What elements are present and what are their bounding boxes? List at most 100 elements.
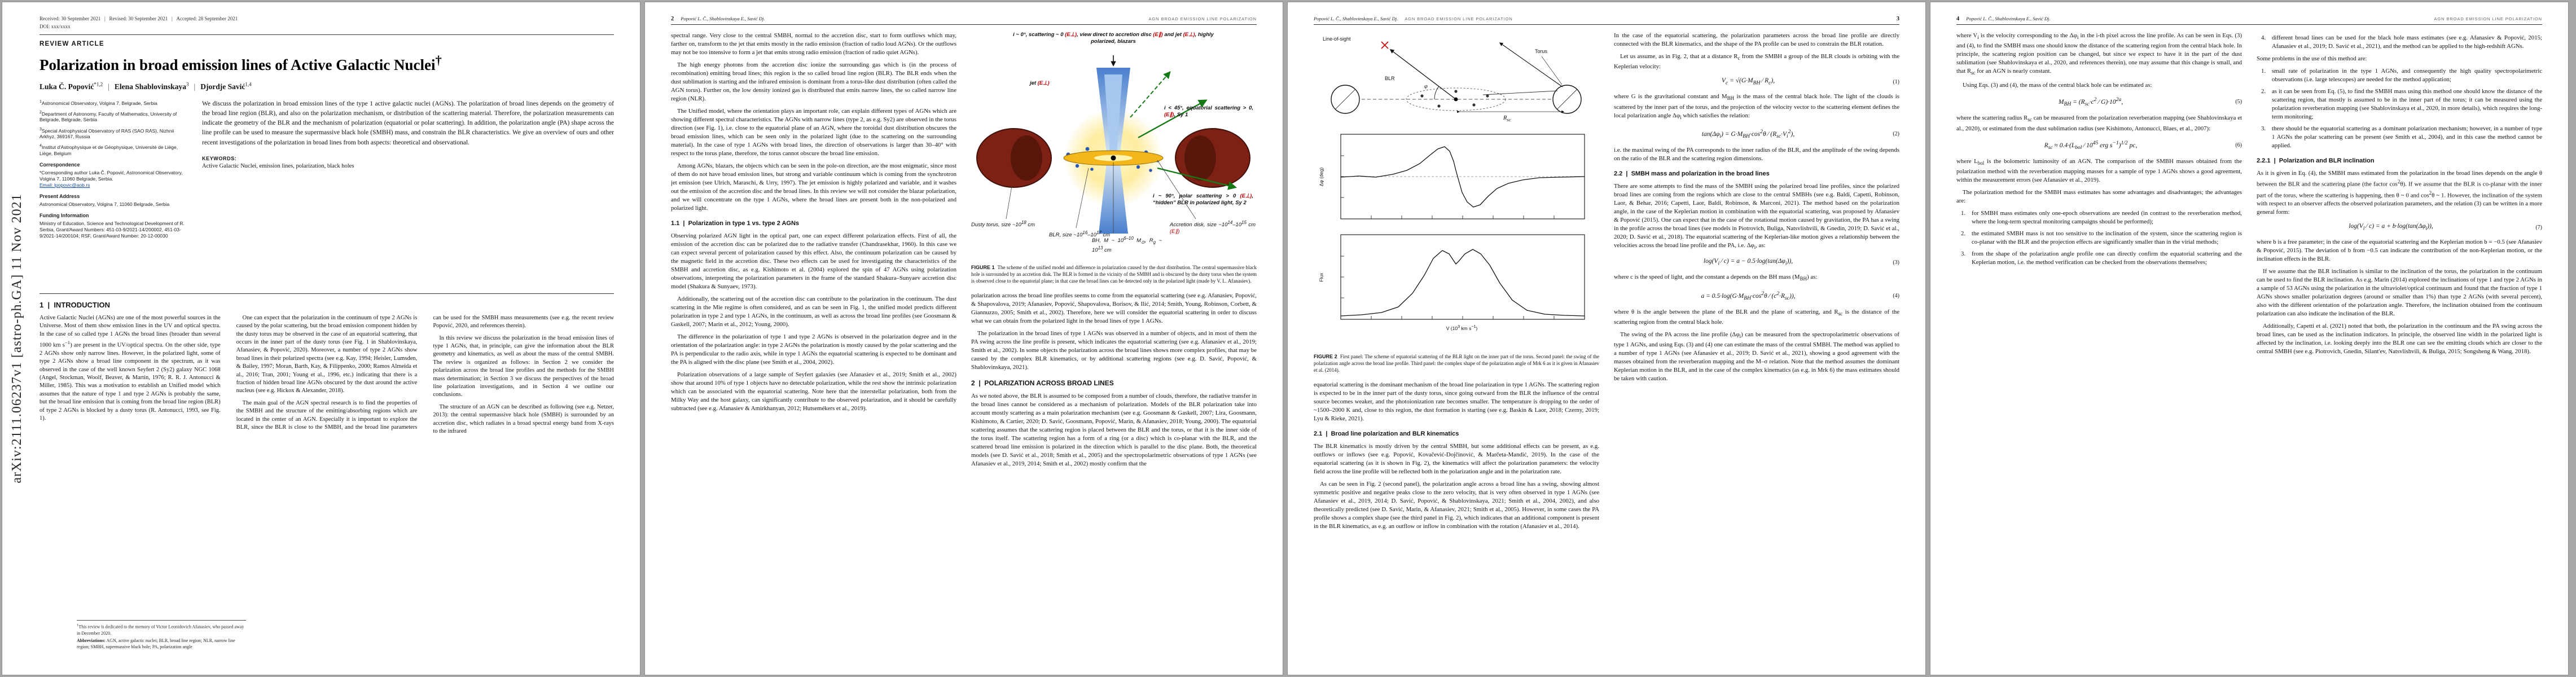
sy1-scatter-arrow xyxy=(1138,99,1208,139)
equation-1: Vc = √(G·MBH ⁄ Rc), (1) xyxy=(1614,77,1899,87)
list-item-number: 1. xyxy=(2261,68,2266,74)
dusty-torus-shape xyxy=(976,128,1250,188)
section-heading-2-2-1: 2.2.1 | Polarization and BLR inclination xyxy=(2257,157,2375,164)
list-item: 3. from the shape of the polarization ang… xyxy=(1961,250,2242,267)
list-item-text: as it can be seen from Eq. (5), to find … xyxy=(2272,88,2542,120)
equation-body: log(Vi ⁄ c) = a − 0.5·log(tan(Δφi)), xyxy=(1703,258,1793,267)
figure2-blr-label: BLR xyxy=(1385,76,1395,81)
footnotes: †This review is dedicated to the memory … xyxy=(77,620,246,652)
line-profile-panel xyxy=(1340,234,1585,320)
unified-model-diagram xyxy=(976,55,1250,234)
list-item-number: 4. xyxy=(2261,34,2266,41)
figure-1: i ~ 0°, scattering ~ 0 (E⊥), view direct… xyxy=(971,32,1257,261)
paragraph: Among AGNs, blazars, the objects which c… xyxy=(671,162,956,212)
abstract-block: We discuss the polarization in broad emi… xyxy=(202,99,614,287)
paragraph: Polarization observations of a large sam… xyxy=(671,371,956,412)
dateline: Received: 30 September 2021 | Revised: 3… xyxy=(40,16,238,21)
figure-2-caption: FIGURE 2 First panel: The scheme of equa… xyxy=(1314,354,1599,373)
running-authors: Popović L. Č., Shablovinskaya E., Savić … xyxy=(681,16,765,21)
paragraph: where G is the gravitational constant an… xyxy=(1614,93,1899,120)
page4-left-column: where Vi is the velocity corresponding t… xyxy=(1956,32,2242,657)
page2-right-column: i ~ 0°, scattering ~ 0 (E⊥), view direct… xyxy=(971,32,1257,657)
equation-body: a = 0.5·log(G·MBH·cos2θ ⁄ (c2·Rsc)), xyxy=(1701,290,1796,301)
footnote: †This review is dedicated to the memory … xyxy=(77,623,244,636)
list-item-text: the estimated SMBH mass is not too sensi… xyxy=(1972,230,2242,245)
running-header: Popović L. Č., Shablovinskaya E., Savić … xyxy=(1314,16,1899,25)
paragraph: As we noted above, the BLR is assumed to… xyxy=(971,392,1257,467)
list-item-number: 3. xyxy=(2261,125,2266,132)
two-column-body: spectral range. Very close to the centra… xyxy=(671,32,1257,657)
affiliation: 1Astronomical Observatory, Volgina 7, Be… xyxy=(40,99,157,106)
equation-body: log(Vi ⁄ c) = a + b·log(tan(Δφi)), xyxy=(2349,223,2433,232)
page3-right-column: In the case of the equatorial scattering… xyxy=(1614,32,1899,657)
running-header: 2 Popović L. Č., Shablovinskaya E., Savi… xyxy=(671,16,1257,25)
paragraph: i.e. the maximal swing of the PA corresp… xyxy=(1614,146,1899,162)
paragraph: The structure of an AGN can be described… xyxy=(433,403,614,435)
abstract-text: We discuss the polarization in broad emi… xyxy=(202,100,614,146)
equation-4: a = 0.5·log(G·MBH·cos2θ ⁄ (c2·Rsc)), (4) xyxy=(1614,289,1899,302)
paragraph: In the case of the equatorial scattering… xyxy=(1614,32,1899,47)
equation-body: Vc = √(G·MBH ⁄ Rc), xyxy=(1721,77,1775,86)
equation-number: (5) xyxy=(2235,99,2242,105)
page2-left-column: spectral range. Very close to the centra… xyxy=(671,32,956,657)
keywords-label: KEYWORDS: xyxy=(202,155,237,161)
correspondence-email-link[interactable]: Email: lpopovic@aob.rs xyxy=(40,182,90,188)
paragraph: As it is given in Eq. (4), the SMBH mass… xyxy=(2257,170,2542,216)
paragraph: As can be seen in Fig. 2 (second panel),… xyxy=(1314,480,1599,530)
author: Elena Shablovinskaya3 xyxy=(103,81,188,91)
present-address-label: Present Address xyxy=(40,194,80,200)
figure2-line-of-sight-label: Line-of-sight xyxy=(1323,36,1351,42)
list-item-number: 2. xyxy=(2261,88,2266,95)
paragraph: The polarization method for the SMBH mas… xyxy=(1956,188,2242,204)
article-type-label: REVIEW ARTICLE xyxy=(40,41,104,47)
figure-2: Line-of-sight Torus BLR Rsc φ Δφ (deg) F… xyxy=(1314,33,1599,350)
introduction-text: Active Galactic Nuclei (AGNs) are one of… xyxy=(40,314,614,630)
affiliation: 3Special Astrophysical Observatory of RA… xyxy=(40,126,174,140)
author: Luka Č. Popović*1,2 xyxy=(40,81,103,91)
jet-up-core xyxy=(1104,74,1122,153)
page-number: 2 xyxy=(671,16,674,22)
paragraph: The swing of the PA across the line prof… xyxy=(1614,331,1899,382)
paper-title: Polarization in broad emission lines of … xyxy=(40,53,442,73)
front-matter-left-column: 1Astronomical Observatory, Volgina 7, Be… xyxy=(40,99,185,287)
equation-number: (4) xyxy=(1893,292,1899,299)
page-4-content: 4 Popović L. Č., Shablovinskaya E., Savi… xyxy=(1956,16,2542,661)
sy2-view-arrow xyxy=(1157,167,1237,190)
paragraph: The BLR kinematics is mostly driven by t… xyxy=(1314,442,1599,475)
equatorial-scattering-figure xyxy=(1331,41,1585,320)
black-hole-dot xyxy=(1111,155,1116,161)
running-header: 4 Popović L. Č., Shablovinskaya E., Savi… xyxy=(1956,16,2542,25)
problems-list: 1. small rate of polarization in the type… xyxy=(2261,67,2542,150)
equation-number: (7) xyxy=(2535,224,2542,231)
advantages-list-continued: 4.different broad lines can be used for … xyxy=(2261,34,2542,51)
equation-body: Rsc ≈ 0.4·(Lbol ⁄ 1045 erg s−1)1/2 pc, xyxy=(2044,139,2138,151)
list-item-text: from the shape of the polarization angle… xyxy=(1972,250,2242,266)
scattering-scheme-panel xyxy=(1331,41,1582,114)
list-item: 1. small rate of polarization in the type… xyxy=(2261,67,2542,84)
figure1-blr-label: BLR, size ~1016–1017 cm xyxy=(1049,230,1111,239)
list-item-text: small rate of polarization in the type 1… xyxy=(2272,68,2542,83)
page-3: Popović L. Č., Shablovinskaya E., Savić … xyxy=(1287,2,1926,675)
equation-number: (1) xyxy=(1893,78,1899,85)
two-column-body: where Vi is the velocity corresponding t… xyxy=(1956,32,2542,657)
list-item-number: 3. xyxy=(1961,250,1966,257)
page-2-content: 2 Popović L. Č., Shablovinskaya E., Savi… xyxy=(671,16,1257,661)
equation-body: MBH = (Rsc·c2 ⁄ G)·102a, xyxy=(2058,96,2123,108)
affiliation: 2Department of Astronomy, Faculty of Mat… xyxy=(40,109,177,123)
front-matter: 1Astronomical Observatory, Volgina 7, Be… xyxy=(40,99,614,287)
paragraph: The polarization in the broad lines of t… xyxy=(971,329,1257,371)
list-item-text: there should be the equatorial scatterin… xyxy=(2272,125,2542,149)
arxiv-stamp: arXiv:2111.06237v1 [astro-ph.GA] 11 Nov … xyxy=(10,194,24,483)
page-number: 4 xyxy=(1956,16,1960,22)
paragraph: Using Eqs. (3) and (4), the mass of the … xyxy=(1963,82,2152,89)
paragraph: where Vi is the velocity corresponding t… xyxy=(1956,32,2242,76)
section-heading-introduction: 1 | INTRODUCTION xyxy=(40,300,110,309)
figure2-pa-axis-label: Δφ (deg) xyxy=(1318,167,1324,187)
present-address-text: Astronomical Observatory, Volgina 7, 110… xyxy=(40,201,170,207)
page-number: 3 xyxy=(1896,16,1899,22)
paragraph: The high energy photons from the accreti… xyxy=(671,61,956,102)
paragraph: The main goal of the AGN spectral resear… xyxy=(236,314,614,431)
affiliation: 4Institut d'Astrophysique et de Géophysi… xyxy=(40,143,178,157)
paragraph: In this review we discuss the polarizati… xyxy=(433,335,614,398)
figure1-bh-label: BH, M ~ 106–10 M⊙, Rg ~ 1013 cm xyxy=(1092,236,1162,254)
